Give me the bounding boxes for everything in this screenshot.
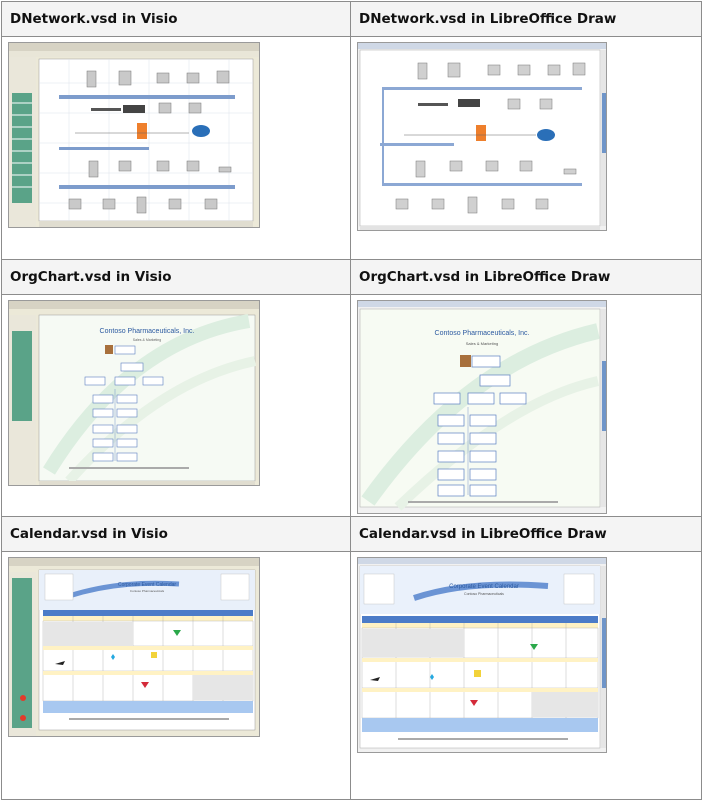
- screenshot-dnetwork-lo[interactable]: [357, 42, 607, 231]
- screenshot-orgchart-visio[interactable]: Contoso Pharmaceuticals, Inc. Sales & Ma…: [8, 300, 260, 486]
- orgchart-visio-subtitle: Sales & Marketing: [133, 338, 161, 342]
- caption-orgchart-visio: OrgChart.vsd in Visio: [1, 259, 351, 295]
- orgchart-lo-subtitle: Sales & Marketing: [466, 341, 498, 346]
- cell-dnetwork-lo: [350, 36, 702, 260]
- cell-dnetwork-visio: [1, 36, 351, 260]
- caption-calendar-visio: Calendar.vsd in Visio: [1, 516, 351, 552]
- caption-orgchart-lo: OrgChart.vsd in LibreOffice Draw: [350, 259, 702, 295]
- cell-calendar-lo: Corporate Event Calendar Contoso Pharmac…: [350, 551, 702, 800]
- caption-dnetwork-lo: DNetwork.vsd in LibreOffice Draw: [350, 1, 702, 37]
- calendar-visio-title: Corporate Event Calendar: [118, 582, 176, 588]
- screenshot-calendar-lo[interactable]: Corporate Event Calendar Contoso Pharmac…: [357, 557, 607, 753]
- calendar-visio-subtitle: Contoso Pharmaceuticals: [130, 589, 165, 593]
- cell-orgchart-lo: Contoso Pharmaceuticals, Inc. Sales & Ma…: [350, 294, 702, 517]
- cell-calendar-visio: Corporate Event Calendar Contoso Pharmac…: [1, 551, 351, 800]
- orgchart-lo-title: Contoso Pharmaceuticals, Inc.: [435, 330, 530, 337]
- orgchart-visio-title: Contoso Pharmaceuticals, Inc.: [100, 328, 195, 335]
- screenshot-calendar-visio[interactable]: Corporate Event Calendar Contoso Pharmac…: [8, 557, 260, 737]
- calendar-lo-title: Corporate Event Calendar: [449, 584, 519, 590]
- screenshot-dnetwork-visio[interactable]: [8, 42, 260, 228]
- calendar-lo-subtitle: Contoso Pharmaceuticals: [464, 592, 504, 596]
- cell-orgchart-visio: Contoso Pharmaceuticals, Inc. Sales & Ma…: [1, 294, 351, 517]
- caption-dnetwork-visio: DNetwork.vsd in Visio: [1, 1, 351, 37]
- screenshot-orgchart-lo[interactable]: Contoso Pharmaceuticals, Inc. Sales & Ma…: [357, 300, 607, 514]
- caption-calendar-lo: Calendar.vsd in LibreOffice Draw: [350, 516, 702, 552]
